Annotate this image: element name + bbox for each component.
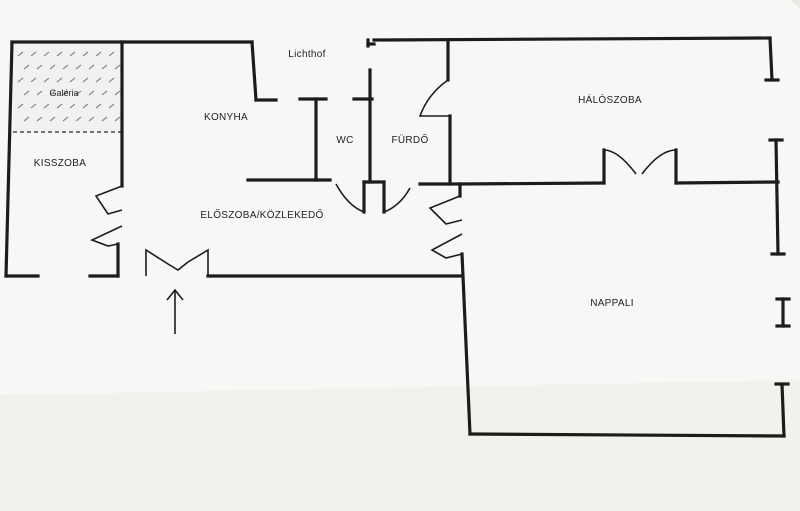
wall-top-right: [372, 36, 772, 42]
hatch-mark: [69, 103, 76, 109]
label-haloszoba: HÁLÓSZOBA: [578, 93, 642, 106]
hatch-mark: [82, 77, 89, 83]
hatch-mark: [49, 90, 56, 96]
door-wc: [335, 183, 365, 213]
wall-konyha-right: [250, 40, 258, 102]
hatch-mark: [36, 90, 43, 96]
galeria-hatch: [13, 44, 121, 132]
hatch-mark: [30, 103, 37, 109]
hatch-mark: [36, 64, 43, 70]
hatch-mark: [82, 51, 89, 57]
hatch-mark: [56, 51, 63, 57]
hatch-mark: [43, 103, 50, 109]
wall-nappali-bottom: [468, 432, 786, 438]
label-furdo: FÜRDŐ: [391, 132, 428, 146]
paper-shadow: [0, 380, 800, 511]
label-lichthof: Lichthof: [288, 49, 325, 60]
hatch-mark: [23, 116, 30, 122]
hatch-mark: [62, 90, 69, 96]
hatch-mark: [30, 77, 37, 83]
hatch-mark: [43, 77, 50, 83]
hatch-mark: [23, 90, 30, 96]
wall-divider-2: [674, 180, 780, 185]
wall-divider-1: [458, 181, 606, 186]
wall-right-bottom: [780, 382, 786, 438]
label-konyha: KONYHA: [204, 112, 248, 123]
hatch-mark: [108, 77, 115, 83]
hatch-mark: [95, 103, 102, 109]
hatch-mark: [95, 77, 102, 83]
hatch-mark: [17, 77, 24, 83]
hatch-mark: [101, 64, 108, 70]
hatch-mark: [36, 116, 43, 122]
label-wc: WC: [336, 135, 353, 146]
hatch-mark: [75, 64, 82, 70]
hatch-mark: [114, 64, 121, 70]
wall-nappali-left: [460, 252, 472, 436]
door-entrance: [145, 248, 209, 276]
hatch-mark: [43, 51, 50, 57]
hatch-mark: [88, 90, 95, 96]
hatch-mark: [56, 103, 63, 109]
door-furdo-top: [418, 79, 450, 117]
hatch-mark: [69, 51, 76, 57]
door-nappali: [428, 195, 463, 259]
hatch-mark: [101, 90, 108, 96]
hatch-mark: [62, 116, 69, 122]
label-nappali: NAPPALI: [590, 298, 634, 309]
hatch-mark: [108, 103, 115, 109]
hatch-mark: [108, 51, 115, 57]
label-kisszoba: KISSZOBA: [34, 158, 86, 169]
hatch-mark: [17, 103, 24, 109]
door-haloszoba: [603, 149, 677, 175]
door-kisszoba: [89, 185, 123, 247]
door-furdo-hall: [383, 187, 411, 213]
hatch-mark: [62, 64, 69, 70]
hatch-mark: [69, 77, 76, 83]
hatch-mark: [75, 116, 82, 122]
hatch-mark: [88, 64, 95, 70]
wall-right-window-1: [774, 138, 780, 256]
doors: [89, 79, 677, 276]
hatch-mark: [75, 90, 82, 96]
wall-right-top: [768, 36, 774, 82]
hatch-mark: [95, 51, 102, 57]
hatch-mark: [49, 116, 56, 122]
hatch-mark: [17, 51, 24, 57]
hatch-mark: [49, 64, 56, 70]
walls: [4, 36, 791, 438]
label-galeria: Galéria: [49, 88, 78, 98]
hatch-mark: [114, 116, 121, 122]
hatch-mark: [88, 116, 95, 122]
hatch-mark: [101, 116, 108, 122]
arrow-up-icon: [166, 288, 184, 334]
hatch-mark: [56, 77, 63, 83]
wall-left: [4, 40, 14, 278]
hatch-mark: [114, 90, 121, 96]
hatch-mark: [23, 64, 30, 70]
label-eloszoba: ELŐSZOBA/KÖZLEKEDŐ: [200, 207, 323, 221]
hatch-mark: [82, 103, 89, 109]
hatch-mark: [30, 51, 37, 57]
